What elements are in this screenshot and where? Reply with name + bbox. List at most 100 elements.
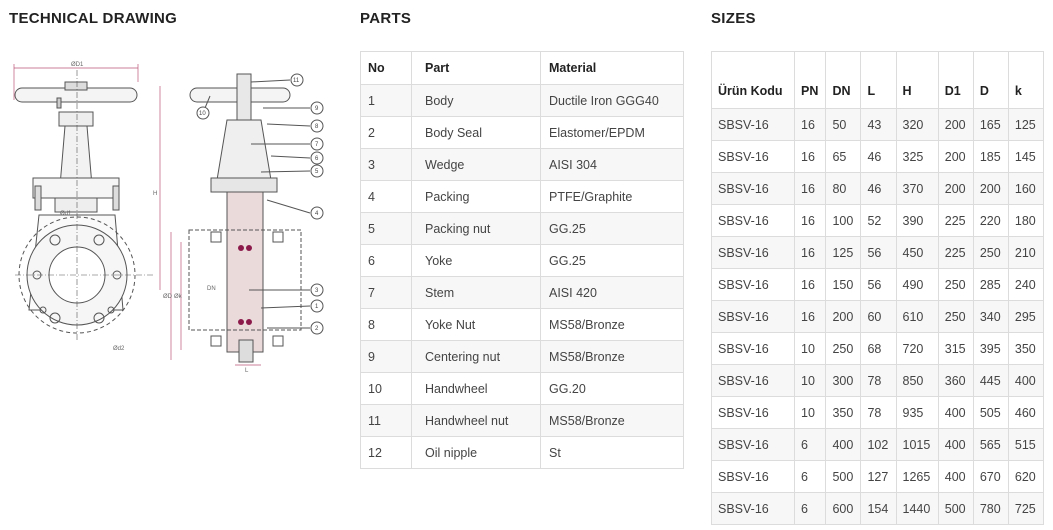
part-number-cell: 3 xyxy=(360,148,412,181)
sizes-cell-d1: 400 xyxy=(937,396,974,429)
part-material-cell: AISI 420 xyxy=(540,276,684,309)
sizes-cell-pn: 10 xyxy=(793,364,827,397)
sizes-cell-dn: 125 xyxy=(825,236,862,269)
sizes-cell-d1: 225 xyxy=(937,236,974,269)
valve-technical-drawing: ØD1 Ød1 Ød2 H ØD Øk xyxy=(13,62,324,374)
part-number-cell: 9 xyxy=(360,340,412,373)
sizes-cell--r-n-kodu: SBSV-16 xyxy=(711,460,795,493)
part-material-cell: GG.20 xyxy=(540,372,684,405)
sizes-cell-d: 395 xyxy=(972,332,1009,365)
part-number-cell: 1 xyxy=(360,84,412,117)
sizes-cell-l: 68 xyxy=(860,332,897,365)
sizes-cell-h: 935 xyxy=(895,396,939,429)
part-material-cell: PTFE/Graphite xyxy=(540,180,684,213)
sizes-cell--r-n-kodu: SBSV-16 xyxy=(711,492,795,525)
sizes-cell-dn: 150 xyxy=(825,268,862,301)
sizes-cell-pn: 6 xyxy=(793,492,827,525)
callout-4: 4 xyxy=(266,199,324,220)
part-name-cell: Yoke xyxy=(411,244,541,277)
part-material-cell: GG.25 xyxy=(540,244,684,277)
dim-label-k: Øk xyxy=(174,294,183,300)
sizes-cell--r-n-kodu: SBSV-16 xyxy=(711,300,795,333)
dim-label-dn: DN xyxy=(207,286,216,292)
sizes-cell-d: 250 xyxy=(972,236,1009,269)
part-material-cell: MS58/Bronze xyxy=(540,404,684,437)
sizes-cell-d: 200 xyxy=(972,172,1009,205)
sizes-cell-pn: 16 xyxy=(793,300,827,333)
sizes-cell-k: 725 xyxy=(1007,492,1045,525)
sizes-cell-h: 610 xyxy=(895,300,939,333)
sizes-header-pn: PN xyxy=(793,51,827,109)
parts-header-material: Material xyxy=(540,51,684,85)
sizes-cell-h: 850 xyxy=(895,364,939,397)
sizes-cell--r-n-kodu: SBSV-16 xyxy=(711,428,795,461)
sizes-cell-d: 445 xyxy=(972,364,1009,397)
callout-9: 9 xyxy=(263,101,324,115)
part-name-cell: Yoke Nut xyxy=(411,308,541,341)
part-name-cell: Packing xyxy=(411,180,541,213)
sizes-header-d1: D1 xyxy=(937,51,974,109)
sizes-cell--r-n-kodu: SBSV-16 xyxy=(711,172,795,205)
sizes-cell-dn: 250 xyxy=(825,332,862,365)
sizes-cell-l: 43 xyxy=(860,108,897,141)
sizes-cell-k: 460 xyxy=(1007,396,1045,429)
sizes-cell-l: 52 xyxy=(860,204,897,237)
sizes-cell-h: 490 xyxy=(895,268,939,301)
sizes-cell--r-n-kodu: SBSV-16 xyxy=(711,332,795,365)
sizes-cell-d1: 360 xyxy=(937,364,974,397)
sizes-header-k: k xyxy=(1007,51,1045,109)
sizes-cell-dn: 80 xyxy=(825,172,862,205)
sizes-cell-dn: 400 xyxy=(825,428,862,461)
sizes-cell-l: 78 xyxy=(860,364,897,397)
sizes-header-dn: DN xyxy=(825,51,862,109)
parts-header-part: Part xyxy=(411,51,541,85)
sizes-cell-h: 1265 xyxy=(895,460,939,493)
sizes-cell-k: 350 xyxy=(1007,332,1045,365)
sizes-cell-pn: 16 xyxy=(793,268,827,301)
part-name-cell: Centering nut xyxy=(411,340,541,373)
sizes-cell-d1: 200 xyxy=(937,172,974,205)
dim-label-d1-hole: Ød1 xyxy=(60,211,72,217)
svg-text:7: 7 xyxy=(315,142,319,148)
sizes-cell-k: 145 xyxy=(1007,140,1045,173)
part-name-cell: Packing nut xyxy=(411,212,541,245)
sizes-cell--r-n-kodu: SBSV-16 xyxy=(711,140,795,173)
sizes-cell-k: 400 xyxy=(1007,364,1045,397)
sizes-cell-dn: 200 xyxy=(825,300,862,333)
part-name-cell: Body xyxy=(411,84,541,117)
sizes-cell-pn: 16 xyxy=(793,172,827,205)
part-number-cell: 11 xyxy=(360,404,412,437)
part-name-cell: Oil nipple xyxy=(411,436,541,469)
sizes-cell-d: 285 xyxy=(972,268,1009,301)
sizes-cell--r-n-kodu: SBSV-16 xyxy=(711,108,795,141)
svg-text:4: 4 xyxy=(315,211,319,217)
sizes-cell-d1: 500 xyxy=(937,492,974,525)
technical-drawing-title: TECHNICAL DRAWING xyxy=(9,10,178,27)
callout-5: 5 xyxy=(260,164,324,178)
sizes-cell-d1: 250 xyxy=(937,268,974,301)
sizes-cell-h: 720 xyxy=(895,332,939,365)
sizes-cell-d1: 200 xyxy=(937,108,974,141)
part-name-cell: Stem xyxy=(411,276,541,309)
sizes-cell-dn: 600 xyxy=(825,492,862,525)
sizes-cell-pn: 16 xyxy=(793,236,827,269)
part-name-cell: Body Seal xyxy=(411,116,541,149)
svg-text:8: 8 xyxy=(315,124,319,130)
sizes-title: SIZES xyxy=(711,10,756,27)
callout-7: 7 xyxy=(251,137,324,151)
sizes-cell-pn: 16 xyxy=(793,108,827,141)
section-view: DN L xyxy=(188,73,302,374)
sizes-cell-d1: 200 xyxy=(937,140,974,173)
